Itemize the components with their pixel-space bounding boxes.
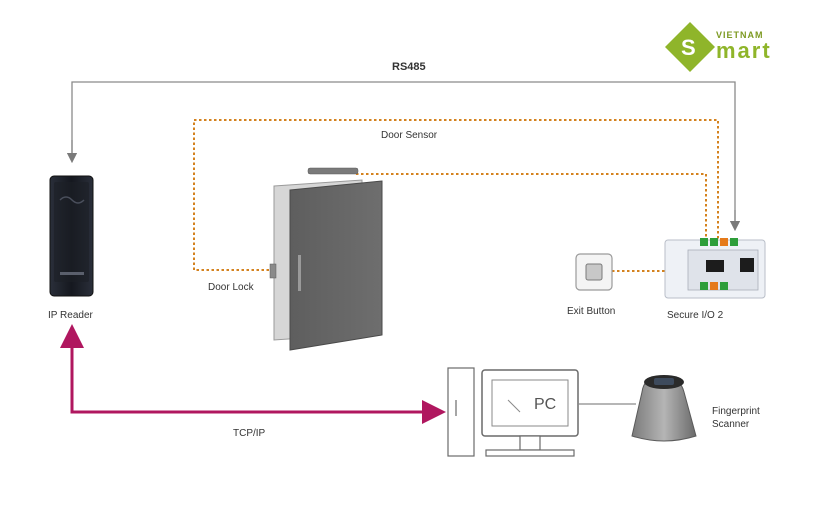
logo-main-text: mart <box>716 38 772 63</box>
door-handle <box>298 255 301 291</box>
secure-io-chip-2 <box>740 258 754 272</box>
secure-io-terminal-orange-2 <box>710 282 718 290</box>
fingerprint-scanner-device: Fingerprint Scanner <box>631 375 760 442</box>
pc-monitor-neck <box>519 435 541 451</box>
ip-reader-label: IP Reader <box>48 310 94 321</box>
rs485-label: RS485 <box>392 61 426 73</box>
secure-io-terminal-orange-1 <box>720 238 728 246</box>
ip-reader-logo-icon <box>59 196 85 204</box>
fingerprint-label-line1: Fingerprint <box>712 406 760 417</box>
pc-screen <box>491 379 569 427</box>
logo-s-letter: S <box>681 35 696 60</box>
logo-top-text: VIETNAM <box>716 30 764 40</box>
logo-diamond-icon <box>665 22 715 72</box>
door-sensor-label: Door Sensor <box>381 130 438 141</box>
door-sensor-dotted-line <box>356 173 707 243</box>
fingerprint-sensor-icon <box>654 378 674 385</box>
secure-io-terminal-green-3 <box>730 238 738 246</box>
door-lock-label: Door Lock <box>208 282 255 293</box>
secure-io-terminal-green-5 <box>720 282 728 290</box>
tcpip-connection: TCP/IP <box>60 324 446 439</box>
fingerprint-label-line2: Scanner <box>712 419 750 430</box>
ip-reader-device: IP Reader <box>48 175 94 321</box>
pc-label: PC <box>534 396 556 413</box>
door-panel <box>289 180 383 351</box>
pc-screen-glare <box>507 399 521 413</box>
door-lock-connection: Door Sensor <box>193 119 719 271</box>
ip-reader-panel <box>54 182 89 282</box>
rs485-line <box>71 81 736 226</box>
door-lock-icon <box>269 263 277 279</box>
secure-io-terminal-green-4 <box>700 282 708 290</box>
secure-io-label: Secure I/O 2 <box>667 310 724 321</box>
door-lock-dotted-line <box>193 119 719 271</box>
pc-device: PC <box>447 367 579 457</box>
tcpip-label: TCP/IP <box>233 428 266 439</box>
secure-io-device: Secure I/O 2 <box>664 238 766 321</box>
exit-button-inner-icon <box>585 263 603 281</box>
secure-io-terminal-green-1 <box>700 238 708 246</box>
pc-tower <box>447 367 475 457</box>
pc-monitor-base <box>485 449 575 457</box>
door-device: Door Lock <box>208 167 383 351</box>
vietnam-smart-logo: S VIETNAM mart <box>665 22 772 72</box>
rs485-connection: RS485 <box>66 61 741 232</box>
exit-button-device: Exit Button <box>567 253 615 317</box>
exit-button-label: Exit Button <box>567 306 615 317</box>
tcpip-line <box>70 340 432 414</box>
secure-io-terminal-green-2 <box>710 238 718 246</box>
secure-io-chip <box>706 260 724 272</box>
door-sensor-icon <box>307 167 359 175</box>
ip-reader-brand-strip <box>60 272 84 275</box>
